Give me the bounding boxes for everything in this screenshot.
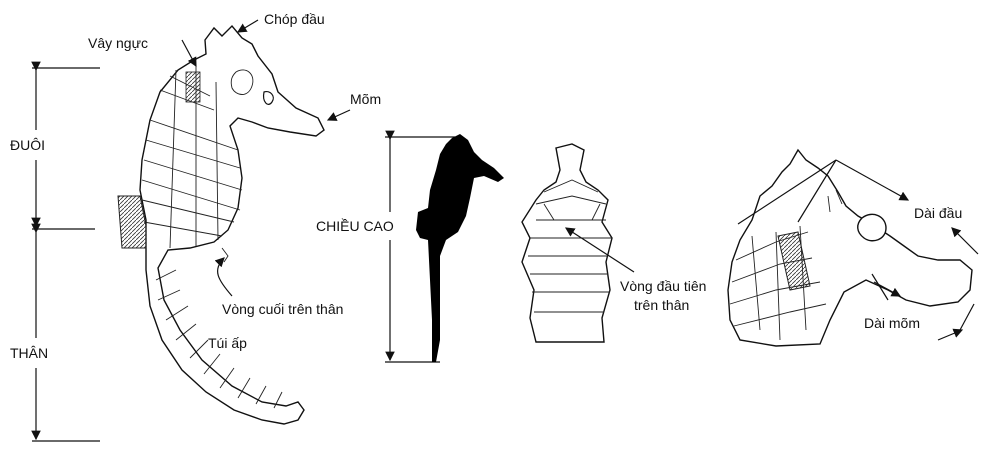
- label-chieu-cao: CHIỀU CAO: [316, 218, 394, 234]
- label-mom: Mõm: [350, 91, 381, 107]
- label-vay-nguc: Vây ngực: [88, 35, 148, 51]
- label-chop-dau: Chóp đầu: [264, 11, 325, 27]
- seahorse-outline-drawing: [118, 26, 324, 424]
- label-vong-dau-tien-line1: Vòng đầu tiên: [620, 278, 706, 294]
- trunk-closeup-drawing: [522, 144, 612, 342]
- label-dai-dau: Dài đầu: [914, 205, 962, 221]
- head-closeup-drawing: [728, 150, 972, 346]
- label-duoi: ĐUÔI: [10, 137, 45, 153]
- label-dai-mom: Dài mõm: [864, 315, 920, 331]
- measurement-bar-left: [32, 68, 100, 441]
- label-vong-cuoi-tren-than: Vòng cuối trên thân: [222, 301, 343, 317]
- seahorse-silhouette: [416, 134, 504, 362]
- label-than: THÂN: [10, 345, 48, 361]
- label-tui-ap: Túi ấp: [208, 335, 247, 351]
- label-vong-dau-tien-line2: trên thân: [634, 297, 689, 313]
